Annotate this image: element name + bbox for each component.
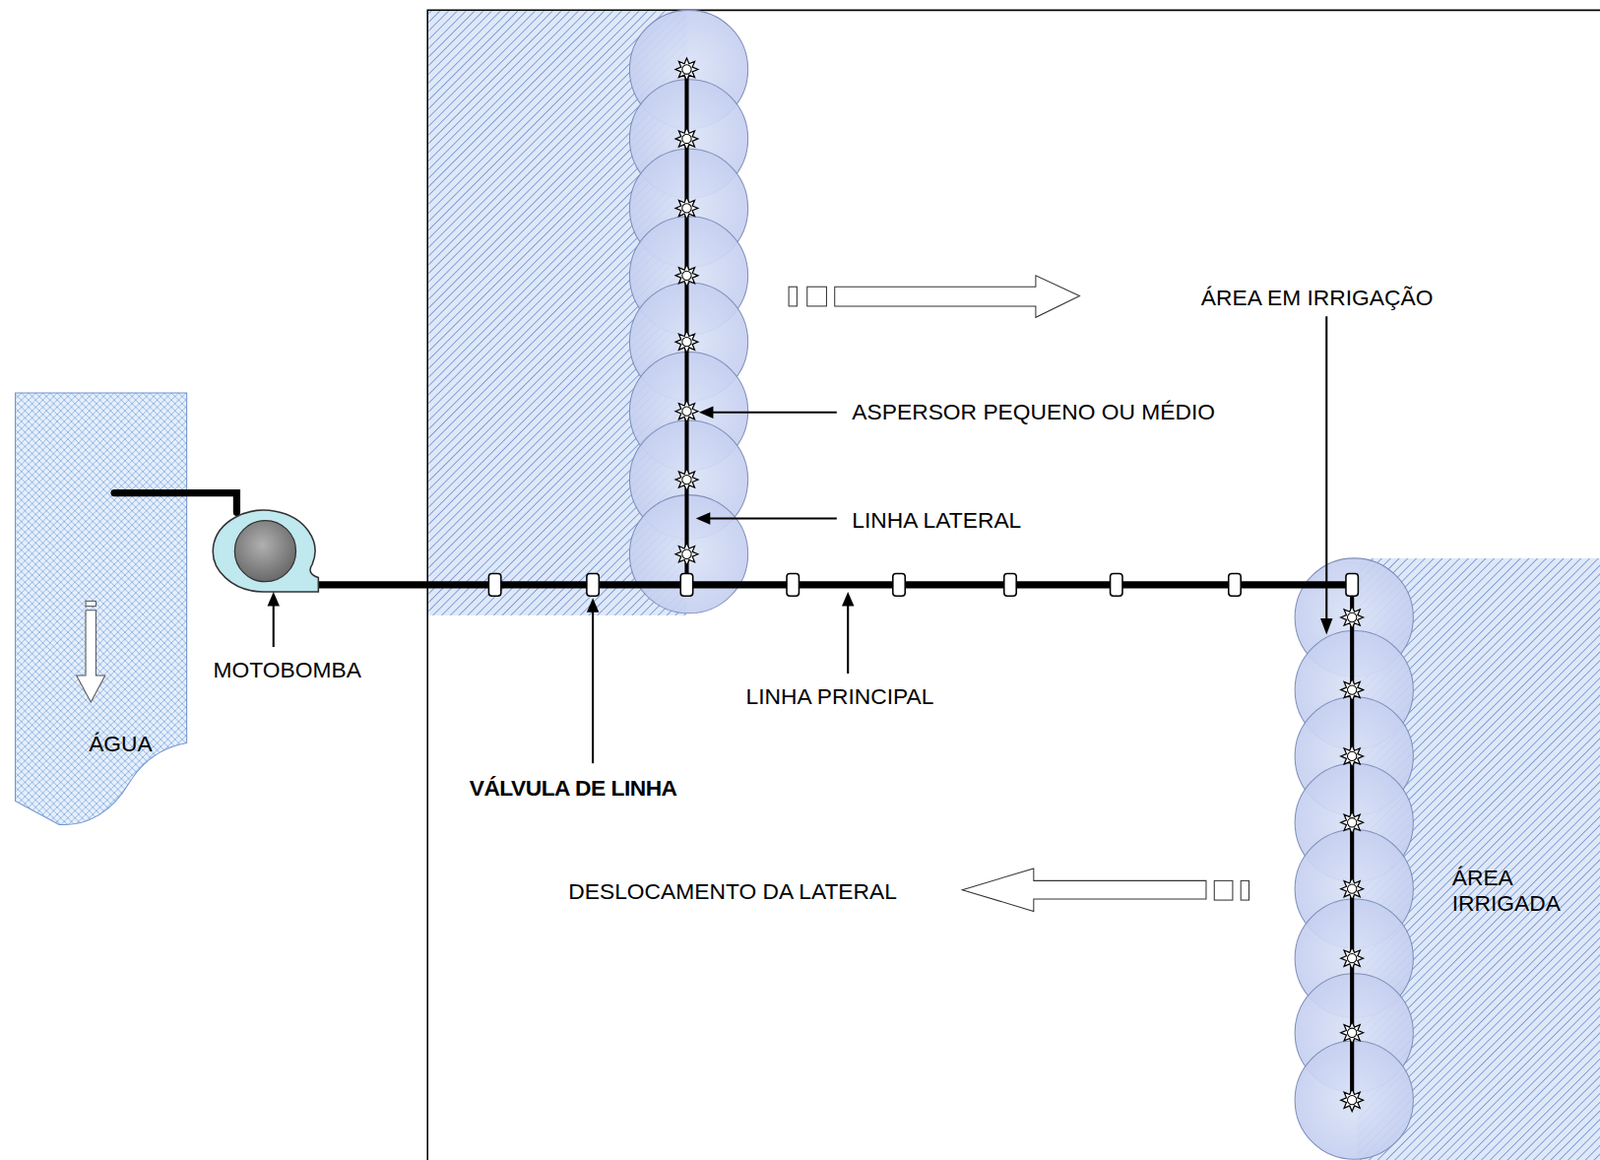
pump-symbol	[212, 510, 319, 592]
area-label: ÁREA IRRIGADA	[1452, 864, 1596, 919]
line-valve	[1345, 573, 1358, 596]
line-valve	[488, 573, 501, 596]
sprinkler-symbol	[1347, 884, 1357, 894]
direction-label: DESLOCAMENTO DA LATERAL	[568, 878, 897, 905]
line-valve	[680, 573, 693, 596]
part-label: LINHA LATERAL	[851, 507, 1022, 534]
irrigated-area-node: ÁREA IRRIGADA	[1356, 558, 1600, 1160]
sprinkler-symbol	[1347, 1027, 1357, 1037]
sprinkler-symbol	[1341, 745, 1364, 768]
sprinkler-symbol	[1347, 751, 1357, 761]
water-reservoir	[15, 392, 188, 826]
leader-line	[707, 516, 837, 519]
line-valve	[1004, 573, 1017, 596]
sprinkler-symbol	[1341, 1088, 1364, 1112]
sprinkler-symbol	[682, 474, 692, 484]
leader-line	[267, 591, 280, 607]
suction-pipe	[114, 493, 237, 513]
sprinkler-symbol	[1341, 606, 1364, 630]
sprinkler-symbol	[675, 399, 699, 423]
line-valve	[786, 573, 799, 596]
main-line	[306, 583, 1352, 585]
sprinkler-symbol	[682, 203, 692, 213]
leader-line	[272, 604, 275, 648]
part-label: ASPERSOR PEQUENO OU MÉDIO	[851, 398, 1216, 426]
line-valve	[1110, 573, 1123, 596]
sprinkler-symbol	[1341, 678, 1364, 702]
leader-line	[1320, 618, 1333, 636]
line-valve	[893, 573, 905, 596]
leader-line	[1325, 316, 1328, 621]
sprinkler-symbol	[682, 549, 692, 559]
sprinkler-symbol	[675, 58, 1364, 1112]
leader-line	[267, 316, 1334, 764]
water-reservoir	[15, 392, 188, 826]
sprinkler-symbol	[1341, 811, 1364, 834]
sprinkler-symbol	[675, 128, 699, 151]
leader-line	[846, 604, 849, 674]
leader-line	[699, 405, 714, 418]
lateral-move-arrow	[834, 275, 1081, 318]
lateral-move-arrow	[788, 286, 797, 307]
sprinkler-symbol	[1341, 947, 1364, 970]
sprinkler-symbol	[1347, 1095, 1357, 1105]
line-valve	[1228, 573, 1241, 596]
lateral-move-arrow	[1214, 880, 1233, 900]
water-flow-arrow	[76, 610, 106, 703]
main-line	[306, 580, 1352, 588]
lateral-move-arrow	[1240, 880, 1249, 900]
water-reservoir-node: ÁGUA	[15, 392, 188, 825]
part-label: LINHA PRINCIPAL	[746, 683, 935, 710]
sprinkler-symbol	[1347, 612, 1357, 622]
suction-pipe	[114, 493, 237, 513]
line-valve	[586, 573, 599, 596]
sprinkler-symbol	[682, 406, 692, 416]
sprinkler-symbol	[1347, 685, 1357, 695]
line-valve	[488, 573, 1358, 596]
part-label: VÁLVULA DE LINHA	[469, 775, 678, 803]
sprinkler-symbol	[675, 58, 699, 81]
pump-symbol	[234, 520, 296, 582]
sprinkler-symbol	[682, 133, 692, 143]
leader-line	[841, 591, 854, 607]
lateral-move-arrow	[807, 286, 828, 307]
leader-line	[696, 512, 711, 524]
leader-line	[710, 411, 836, 414]
sprinkler-symbol	[675, 542, 699, 566]
sprinkler-symbol	[682, 270, 692, 280]
sprinkler-symbol	[1341, 877, 1364, 900]
lateral-move-arrow	[961, 868, 1207, 912]
sprinkler-symbol	[1347, 953, 1357, 962]
leader-line	[586, 597, 599, 613]
sprinkler-symbol	[675, 263, 699, 287]
water-flow-arrow	[85, 600, 96, 606]
area-label: ÁREA EM IRRIGAÇÃO	[1201, 284, 1434, 312]
sprinkler-symbol	[1341, 1021, 1364, 1044]
leader-line	[591, 610, 594, 764]
sprinkler-symbol	[675, 468, 699, 492]
part-label: MOTOBOMBA	[213, 656, 362, 684]
sprinkler-symbol	[682, 64, 692, 74]
sprinkler-symbol	[682, 337, 692, 347]
sprinkler-symbol	[675, 196, 699, 220]
sprinkler-symbol	[675, 330, 699, 354]
sprinkler-symbol	[1347, 818, 1357, 828]
area-label: ÁGUA	[88, 730, 153, 758]
lateral-move-arrow	[788, 275, 1249, 912]
pump-symbol	[212, 510, 319, 592]
water-flow-arrow	[76, 600, 106, 703]
